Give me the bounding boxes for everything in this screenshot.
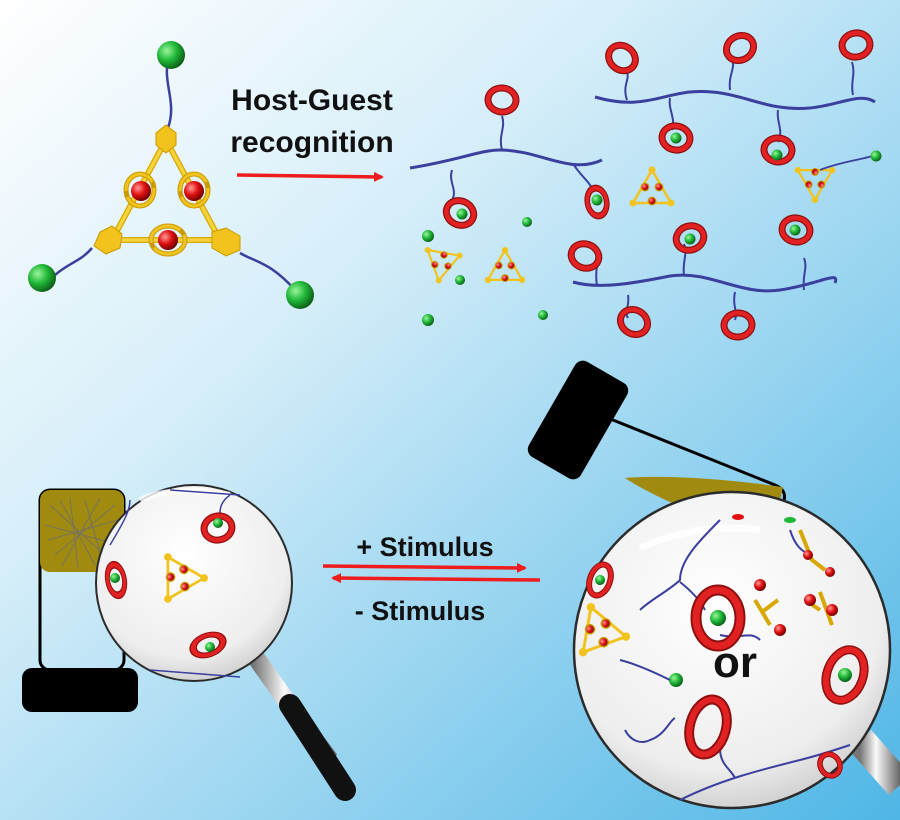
guest-sphere (591, 194, 603, 206)
monomer-core-2 (177, 171, 211, 209)
guest-sphere (710, 610, 726, 626)
guest-sphere (789, 224, 801, 236)
gel-state-panel (22, 484, 356, 801)
dissociated-fragment (804, 591, 838, 626)
magnifier-lens (572, 490, 892, 810)
monomer-core-1 (123, 171, 157, 209)
polymer-chain (409, 148, 603, 170)
stimulus-equilibrium: + Stimulus - Stimulus (322, 532, 541, 626)
monomer-vertex-left (93, 225, 123, 255)
host-guest-title-line2: recognition (230, 126, 393, 159)
forward-stimulus-arrow (322, 562, 527, 573)
guest-sphere (595, 575, 605, 585)
vial-cap (527, 360, 629, 480)
guest-sphere (205, 642, 215, 652)
guest-sphere (538, 310, 548, 320)
monomer-tail-right (239, 251, 296, 291)
guest-sphere (422, 230, 434, 242)
guest-sphere (870, 150, 882, 162)
guest-sphere (157, 41, 185, 69)
host-guest-complex (586, 561, 614, 599)
plus-stimulus-label: + Stimulus (356, 532, 493, 562)
guest-sphere (422, 314, 434, 326)
host-guest-label: Host-Guest recognition (230, 84, 394, 182)
minus-stimulus-label: - Stimulus (355, 596, 486, 626)
guest-sphere (28, 264, 56, 292)
polymer-chain (572, 273, 838, 293)
guest-sphere (110, 573, 120, 583)
guest-sphere (522, 217, 532, 227)
dissociated-fragment (798, 529, 835, 577)
or-label: or (713, 638, 757, 687)
guest-sphere (670, 132, 682, 144)
core-sphere (158, 230, 178, 250)
dissociated-fragment (753, 579, 786, 636)
host-guest-complex (690, 584, 746, 652)
magnifier-neck (848, 730, 900, 795)
guest-sphere (456, 208, 468, 220)
magnifier-left (95, 484, 356, 801)
guest-sphere (771, 149, 783, 161)
guest-sphere (286, 281, 314, 309)
magnifier-right: or (562, 490, 900, 810)
core-sphere (131, 181, 151, 201)
gel-fibers (44, 497, 121, 571)
reverse-stimulus-arrow (331, 573, 541, 584)
forward-arrow (236, 171, 384, 182)
monomer-vertex-right (211, 227, 241, 257)
host-guest-complex (821, 645, 869, 705)
guest-sphere (838, 668, 852, 682)
vial-cap (22, 668, 138, 712)
monomer-tail-left (54, 247, 93, 276)
guest-sphere (684, 233, 696, 245)
magnifier-handle (279, 694, 356, 801)
free-host-ring (684, 694, 732, 760)
guest-sphere (455, 275, 465, 285)
guest-sphere (669, 673, 683, 687)
guest-sphere (213, 518, 223, 528)
polymer-chain (594, 90, 876, 110)
monomer-vertex-top (155, 124, 177, 154)
monomer-panel (28, 41, 314, 309)
monomer-core-3 (148, 223, 188, 257)
network-panel (409, 31, 882, 340)
sol-state-panel: or (527, 360, 900, 810)
host-guest-title-line1: Host-Guest (231, 84, 393, 117)
core-sphere (184, 181, 204, 201)
